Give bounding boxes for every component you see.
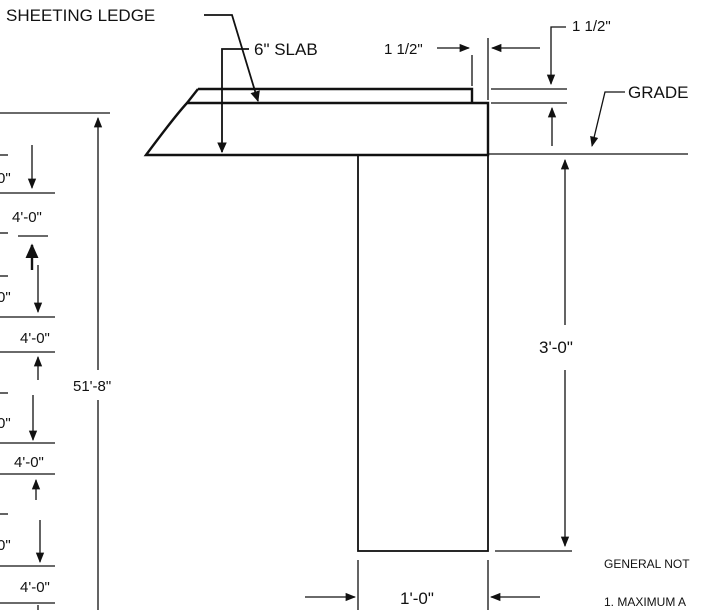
spacing-label-3: 4'-0" — [14, 454, 44, 471]
partial-label-1: 0" — [0, 170, 11, 187]
partial-label-3: 0" — [0, 415, 11, 432]
spacing-label-2: 4'-0" — [20, 330, 50, 347]
sheeting-ledge-label: SHEETING LEDGE — [6, 6, 155, 25]
partial-label-2: 0" — [0, 289, 11, 306]
general-note-1: 1. MAXIMUM A — [604, 595, 686, 609]
slab-outline — [143, 101, 490, 157]
general-notes: GENERAL NOT 1. MAXIMUM A — [604, 557, 690, 609]
slab-leader — [217, 48, 249, 154]
spacing-label-4: 4'-0" — [20, 579, 50, 596]
slab-label: 6" SLAB — [254, 40, 318, 59]
foundation-section — [143, 87, 688, 552]
slab-callout: 6" SLAB — [217, 40, 318, 154]
overall-height-label: 51'-8" — [73, 378, 111, 395]
footing-outline — [357, 154, 489, 552]
spacing-label-1: 4'-0" — [12, 209, 42, 226]
grade-label: GRADE — [628, 83, 688, 102]
ledge-height-dimension: 1 1/2" — [491, 18, 611, 146]
general-notes-heading: GENERAL NOT — [604, 557, 690, 571]
ledge-width-dimension: 1 1/2" — [384, 38, 540, 100]
footing-depth-label: 3'-0" — [539, 338, 573, 357]
sheeting-ledge-leader — [204, 14, 260, 103]
grade-leader — [590, 91, 625, 148]
grade-callout: GRADE — [590, 83, 688, 148]
ledge-height-label: 1 1/2" — [572, 18, 611, 35]
overall-height-dimension: 51'-8" — [73, 116, 111, 610]
footing-width-dimension: 1'-0" — [305, 560, 540, 610]
partial-label-4: 0" — [0, 537, 11, 554]
ledge-width-label: 1 1/2" — [384, 41, 423, 58]
sheeting-ledge-callout: SHEETING LEDGE — [6, 6, 260, 103]
sheeting-ledge-shape — [198, 87, 474, 103]
footing-width-label: 1'-0" — [400, 589, 434, 608]
footing-depth-dimension: 3'-0" — [495, 158, 573, 552]
left-dimension-stack: 0" 4'-0" 0" 4'-0" 0" 4'-0" 0" 4'-0" — [0, 112, 110, 610]
